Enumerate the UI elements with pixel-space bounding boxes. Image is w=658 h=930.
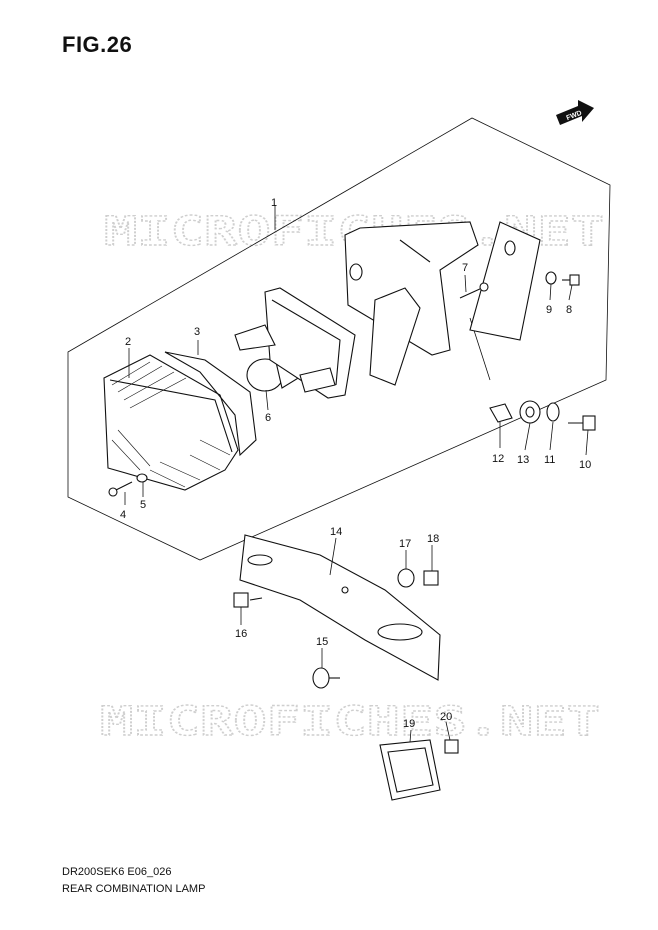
callout-20: 20 xyxy=(440,711,452,723)
callout-5: 5 xyxy=(140,499,146,511)
screw-part-4 xyxy=(108,481,133,497)
callout-18: 18 xyxy=(427,533,439,545)
callout-17: 17 xyxy=(399,538,411,550)
callout-9: 9 xyxy=(546,304,552,316)
callout-1: 1 xyxy=(271,197,277,209)
callout-14: 14 xyxy=(330,526,342,538)
callout-13: 13 xyxy=(517,454,529,466)
screw-part-7 xyxy=(459,282,489,299)
callout-8: 8 xyxy=(566,304,572,316)
reflector-part-19 xyxy=(379,739,441,801)
assembly-outline xyxy=(67,117,611,561)
washer-part-9 xyxy=(545,271,557,285)
bolt-part-10 xyxy=(568,415,596,431)
figure-title: FIG.26 xyxy=(62,32,133,57)
callout-4: 4 xyxy=(120,509,126,521)
watermark-bottom: MICROFICHES.NET xyxy=(100,699,600,745)
callout-10: 10 xyxy=(579,459,591,471)
callout-12: 12 xyxy=(492,453,504,465)
callout-2: 2 xyxy=(125,336,131,348)
bracket-part-14 xyxy=(239,534,441,681)
back-plate xyxy=(469,221,541,341)
gasket-part-3 xyxy=(164,351,257,457)
callout-3: 3 xyxy=(194,326,200,338)
lens-part-2 xyxy=(103,354,239,491)
washer-part-5 xyxy=(136,473,148,483)
collar-part-12 xyxy=(489,403,513,423)
callout-6: 6 xyxy=(265,412,271,424)
model-code: DR200SEK6 E06_026 xyxy=(62,866,172,878)
callout-7: 7 xyxy=(462,262,468,274)
washer-part-17 xyxy=(397,568,415,588)
housing-socket xyxy=(234,287,356,399)
fwd-arrow-icon: FWD xyxy=(556,100,594,125)
bolt-part-8 xyxy=(562,274,580,286)
callout-15: 15 xyxy=(316,636,328,648)
connector-plate xyxy=(369,287,421,386)
part-group-name: REAR COMBINATION LAMP xyxy=(62,883,206,895)
washer-part-11 xyxy=(546,402,560,422)
grommet-part-13 xyxy=(519,400,541,424)
bolt-part-15 xyxy=(312,667,340,689)
nut-part-18 xyxy=(423,570,439,586)
callout-19: 19 xyxy=(403,718,415,730)
nut-part-20 xyxy=(444,739,459,754)
callout-16: 16 xyxy=(235,628,247,640)
callout-11: 11 xyxy=(544,454,555,466)
leader-lines xyxy=(124,205,589,743)
bolt-part-16 xyxy=(233,592,263,608)
